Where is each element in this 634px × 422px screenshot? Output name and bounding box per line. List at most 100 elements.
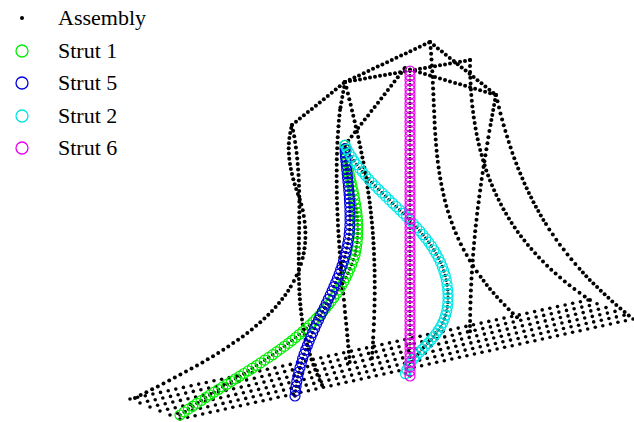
assembly-dot <box>291 129 295 133</box>
plate-dot <box>319 356 323 360</box>
assembly-dot <box>469 93 473 97</box>
assembly-dot <box>349 103 353 107</box>
assembly-dot <box>345 328 349 332</box>
assembly-dot <box>495 295 499 299</box>
plate-dot <box>138 401 142 405</box>
assembly-dot <box>373 303 377 307</box>
plate-dot <box>488 349 492 353</box>
plate-dot <box>565 309 569 313</box>
plate-dot <box>479 321 483 325</box>
assembly-dot <box>529 247 533 251</box>
assembly-dot <box>353 119 357 123</box>
plate-dot <box>273 366 277 370</box>
plate-dot <box>287 381 291 385</box>
plate-dot <box>365 346 369 350</box>
assembly-dot <box>341 90 345 94</box>
assembly-dot <box>231 341 235 345</box>
plate-dot <box>501 340 505 344</box>
plate-dot <box>284 394 288 398</box>
plate-dot <box>144 394 148 398</box>
assembly-dot <box>431 87 435 91</box>
plate-dot <box>251 395 255 399</box>
assembly-dot <box>354 125 358 129</box>
plate-dot <box>426 357 430 361</box>
assembly-dot <box>512 156 516 160</box>
assembly-dot <box>481 171 485 175</box>
plate-dot <box>494 342 498 346</box>
assembly-dot <box>502 207 506 211</box>
plate-dot <box>539 332 543 336</box>
plate-dot <box>158 409 162 413</box>
assembly-dot <box>456 237 460 241</box>
assembly-dot <box>380 62 384 66</box>
plate-dot <box>371 363 375 367</box>
plate-dot <box>253 376 257 380</box>
assembly-dot <box>475 132 479 136</box>
assembly-dot <box>423 66 427 70</box>
assembly-dot <box>335 163 339 167</box>
assembly-dot <box>423 72 427 76</box>
assembly-dot <box>578 267 582 271</box>
assembly-dot <box>599 289 603 293</box>
assembly-dot <box>433 132 437 136</box>
legend-label: Strut 6 <box>58 135 117 161</box>
assembly-dot <box>335 180 339 184</box>
assembly-dot <box>511 311 515 315</box>
assembly-dot <box>300 317 304 321</box>
plate-dot <box>524 335 528 339</box>
plate-dot <box>554 328 558 332</box>
plate-dot <box>606 311 610 315</box>
assembly-dot <box>371 340 375 344</box>
plate-dot <box>465 354 469 358</box>
assembly-dot <box>337 124 341 128</box>
assembly-dot <box>470 276 474 280</box>
assembly-dot <box>430 58 434 62</box>
assembly-dot <box>298 297 302 301</box>
plate-dot <box>600 318 604 322</box>
plate-dot <box>268 373 272 377</box>
assembly-dot <box>469 288 473 292</box>
plate-dot <box>348 368 352 372</box>
assembly-dot <box>358 145 362 149</box>
assembly-dot <box>320 383 324 387</box>
assembly-dot <box>297 252 301 256</box>
plate-dot <box>212 379 216 383</box>
assembly-dot <box>298 302 302 306</box>
plate-dot <box>246 402 250 406</box>
plate-dot <box>591 315 595 319</box>
assembly-dot <box>376 101 380 105</box>
assembly-dot <box>503 303 507 307</box>
plate-dot <box>367 352 371 356</box>
assembly-dot <box>287 157 291 161</box>
assembly-dot <box>394 56 398 60</box>
plate-dot <box>308 370 312 374</box>
plate-dot <box>267 392 271 396</box>
plate-dot <box>386 359 390 363</box>
plate-dot <box>516 337 520 341</box>
legend-label: Strut 2 <box>58 103 117 129</box>
assembly-dot <box>184 370 188 374</box>
plate-dot <box>504 322 508 326</box>
assembly-dot <box>450 220 454 224</box>
assembly-dot <box>475 212 479 216</box>
plate-dot <box>327 354 331 358</box>
assembly-dot <box>476 206 480 210</box>
assembly-dot <box>525 186 529 190</box>
plate-dot <box>214 403 218 407</box>
assembly-dot <box>342 298 346 302</box>
assembly-dot <box>144 390 148 394</box>
assembly-dot <box>254 324 258 328</box>
strut-markers <box>290 144 355 401</box>
assembly-dot <box>595 285 599 289</box>
assembly-dot <box>297 226 301 230</box>
plate-dot <box>391 352 395 356</box>
plate-dot <box>352 355 356 359</box>
assembly-dot <box>554 238 558 242</box>
plate-dot <box>197 382 201 386</box>
assembly-dot <box>532 200 536 204</box>
assembly-dot <box>245 331 249 335</box>
assembly-dot <box>297 178 301 182</box>
assembly-dot <box>376 65 380 69</box>
assembly-dot <box>344 322 348 326</box>
assembly-dot <box>363 77 367 81</box>
